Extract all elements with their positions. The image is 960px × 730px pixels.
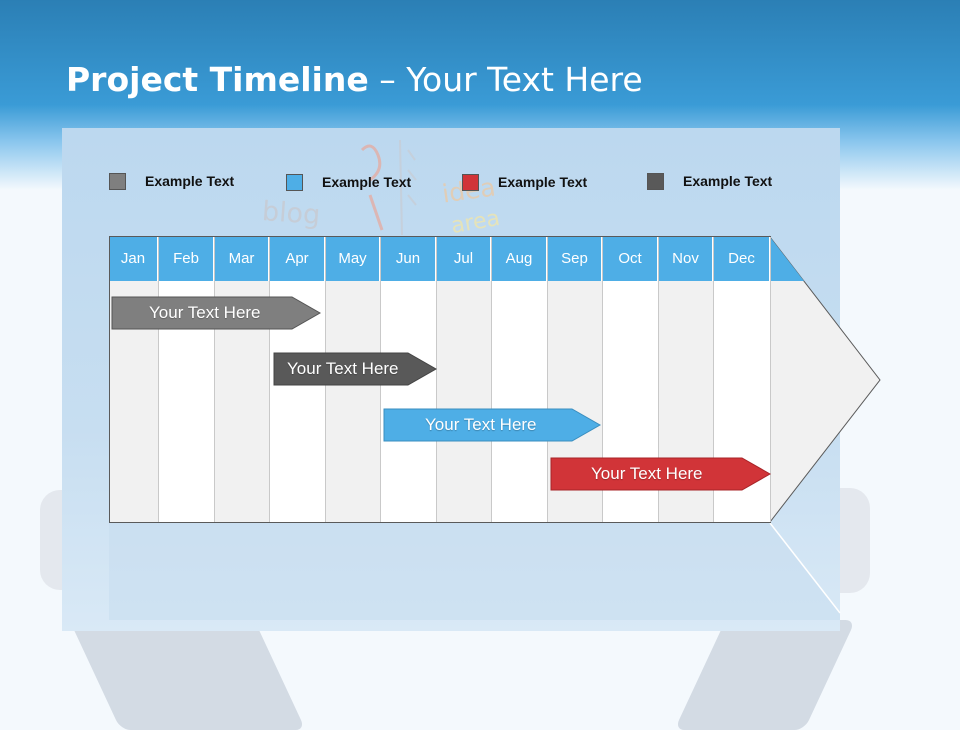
legend-label-1: Example Text (145, 173, 235, 189)
month-header-jan: Jan (109, 236, 158, 281)
legend-swatch-4 (647, 172, 664, 190)
legend-item-2: Example Text (286, 172, 411, 192)
task-label-2: Your Text Here (287, 359, 399, 378)
legend-label-4: Example Text (683, 173, 773, 189)
month-header-jul: Jul (437, 236, 491, 281)
month-column-may: May (326, 236, 381, 523)
legend-item-4: Example Text (647, 171, 772, 191)
legend-swatch-1 (109, 172, 126, 190)
task-arrow-1 (111, 296, 322, 330)
month-column-jun: Jun (381, 236, 437, 523)
month-column-dec: Dec (714, 236, 771, 523)
month-header-may: May (326, 236, 380, 281)
task-label-4: Your Text Here (591, 464, 703, 483)
task-arrow-2 (273, 352, 438, 386)
page-title-bold: Project Timeline (66, 60, 369, 99)
legend-item-3: Example Text (462, 172, 587, 192)
month-header-oct: Oct (603, 236, 658, 281)
month-header-dec: Dec (714, 236, 770, 281)
page-title-subtitle: – Your Text Here (368, 60, 643, 99)
legend-label-2: Example Text (322, 174, 412, 190)
month-header-mar: Mar (215, 236, 269, 281)
doodle-scribbles (360, 139, 417, 236)
month-column-jul: Jul (437, 236, 492, 523)
month-header-feb: Feb (159, 236, 214, 281)
month-header-sep: Sep (548, 236, 602, 281)
month-header-apr: Apr (270, 236, 325, 281)
task-label-3: Your Text Here (425, 415, 537, 434)
task-arrow-3 (383, 408, 602, 442)
legend-swatch-3 (462, 173, 479, 191)
page-title: Project Timeline – Your Text Here (66, 60, 643, 99)
legend-item-1: Example Text (109, 171, 234, 191)
task-arrow-4 (550, 457, 772, 491)
task-label-1: Your Text Here (149, 303, 261, 322)
month-header-aug: Aug (492, 236, 547, 281)
month-header-nov: Nov (659, 236, 713, 281)
month-header-jun: Jun (381, 236, 436, 281)
legend-swatch-2 (286, 173, 303, 191)
month-column-aug: Aug (492, 236, 548, 523)
legend-label-3: Example Text (498, 174, 588, 190)
